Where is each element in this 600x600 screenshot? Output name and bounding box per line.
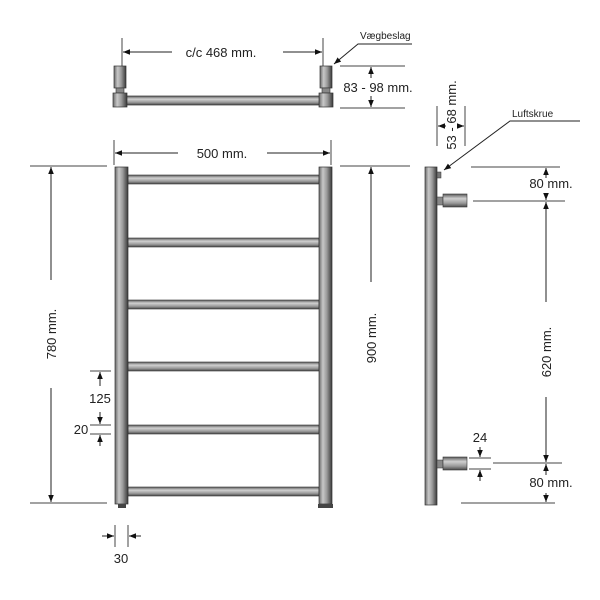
width-label: 500 mm.	[197, 146, 248, 161]
right-post	[318, 166, 333, 505]
left-post	[114, 166, 129, 505]
bottom-offset-label: 80 mm.	[529, 475, 572, 490]
top-offset-label: 80 mm.	[529, 176, 572, 191]
rail-diameter-label: 20	[74, 422, 88, 437]
rail-spacing-label: 125	[89, 391, 111, 406]
post-width-label: 30	[114, 551, 128, 566]
depth-range-label: 83 - 98 mm.	[343, 80, 412, 95]
side-view: 53 - 68 mm. Luftskrue 80 mm. 620 mm. 80 …	[424, 80, 580, 506]
rails	[127, 174, 320, 497]
bracket-diameter-label: 24	[473, 430, 487, 445]
wall-bracket-label: Vægbeslag	[360, 31, 411, 42]
top-view: c/c 468 mm. Vægbeslag 83 - 98 mm.	[112, 31, 413, 109]
wall-distance-label: 53 - 68 mm.	[444, 80, 459, 149]
height-780-label: 780 mm.	[44, 309, 59, 360]
cc-width-label: c/c 468 mm.	[186, 45, 257, 60]
height-900-label: 900 mm.	[364, 313, 379, 364]
air-vent-label: Luftskrue	[512, 109, 554, 120]
front-view: 500 mm. 780 mm. 900 mm. 125	[30, 140, 410, 566]
bracket-spacing-label: 620 mm.	[539, 327, 554, 378]
